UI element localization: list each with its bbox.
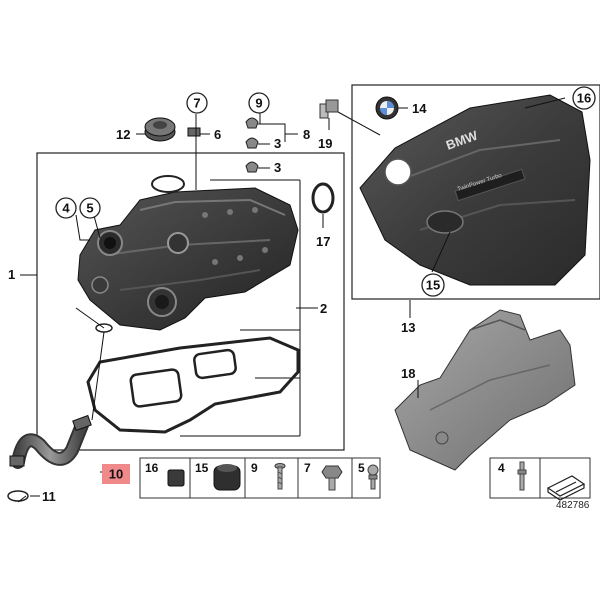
arrow-right-icon <box>546 475 586 501</box>
diagram-reference-number: 482786 <box>556 500 590 511</box>
seal-ring-17 <box>311 182 335 214</box>
callout-17: 17 <box>316 234 330 249</box>
hardware-row: 16 15 9 7 5 4 <box>139 457 591 501</box>
callout-19: 19 <box>318 136 332 151</box>
screw-icon <box>274 463 286 490</box>
callout-4 <box>55 197 77 219</box>
svg-text:15: 15 <box>426 278 440 293</box>
callout-labels: 12 6 3 8 3 19 14 17 1 2 13 18 11 <box>8 101 427 504</box>
leader-lines <box>17 97 566 503</box>
callout-12: 12 <box>116 127 130 142</box>
bmw-emblem <box>375 96 399 120</box>
valve-cover <box>77 187 299 331</box>
callout-1: 1 <box>8 267 15 282</box>
hw-label-16: 16 <box>145 461 159 475</box>
hex-bolt-icon <box>321 465 343 491</box>
svg-text:7: 7 <box>193 96 200 111</box>
callout-3a: 3 <box>274 136 281 151</box>
hw-label-9: 9 <box>251 461 258 475</box>
sensor-19 <box>319 99 339 119</box>
hose-o-ring <box>7 490 29 502</box>
callout-3b: 3 <box>274 160 281 175</box>
gasket-bracket <box>296 180 318 436</box>
callout-16 <box>572 86 596 110</box>
callout-11: 11 <box>42 489 56 504</box>
crankcase-vent-hose <box>9 414 92 469</box>
svg-text:9: 9 <box>255 96 262 111</box>
grommet-icon <box>167 469 185 487</box>
retainer-clips <box>245 117 259 173</box>
valve-cover-group-box <box>36 152 345 451</box>
callout-10-highlight <box>102 464 130 484</box>
callout-circles: 7 9 4 5 16 15 <box>55 86 596 297</box>
damper-icon <box>213 464 241 491</box>
clip-part <box>187 127 201 137</box>
callout-10: 10 <box>109 467 123 482</box>
svg-text:5: 5 <box>86 201 93 216</box>
callout-7 <box>186 92 208 114</box>
svg-text:4: 4 <box>62 201 70 216</box>
stud-icon <box>517 461 527 491</box>
engine-cover <box>359 94 591 286</box>
svg-text:16: 16 <box>577 91 591 106</box>
ball-stud-icon <box>367 464 379 490</box>
callout-9 <box>248 92 270 114</box>
callout-2: 2 <box>320 301 327 316</box>
hw-label-7: 7 <box>304 461 311 475</box>
callout-6: 6 <box>214 127 221 142</box>
callout-15 <box>421 273 445 297</box>
oil-filler-cap <box>144 117 176 142</box>
callout-8: 8 <box>303 127 310 142</box>
callout-14: 14 <box>412 101 427 116</box>
callout-18: 18 <box>401 366 415 381</box>
callout-5 <box>79 197 101 219</box>
hw-label-5: 5 <box>358 461 365 475</box>
cap-seal-ring <box>151 175 185 193</box>
hw-label-15: 15 <box>195 461 209 475</box>
valve-cover-gasket <box>86 336 300 434</box>
callout-13: 13 <box>401 320 415 335</box>
hw-label-4: 4 <box>498 461 505 475</box>
engine-cover-group-box <box>351 84 600 300</box>
heat-shield <box>394 309 576 471</box>
